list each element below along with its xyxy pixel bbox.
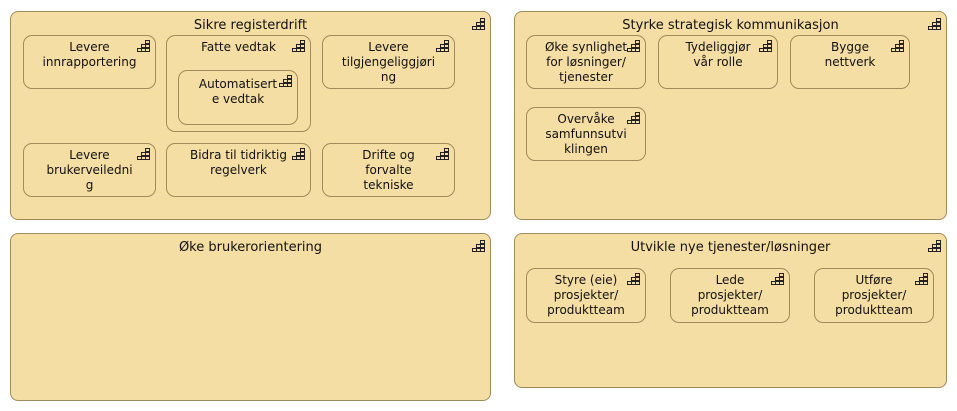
box-label: Bidra til tidriktig regelverk <box>189 148 287 177</box>
capability-icon <box>891 40 904 52</box>
capability-icon <box>292 148 305 160</box>
group-title: Sikre registerdrift <box>193 18 308 33</box>
box-label: Levere innrapportering <box>42 40 137 69</box>
capability-icon <box>436 40 449 52</box>
group-title: Styrke strategisk kommunikasjon <box>622 18 839 33</box>
capability-icon <box>292 40 305 52</box>
box-label: Levere brukerveiledni g <box>46 148 133 192</box>
capability-icon <box>627 273 640 285</box>
box-oke-synlighet[interactable]: Øke synlighet for løsninger/ tjenester <box>526 35 646 89</box>
group-utvikle-nye-tjenester[interactable]: Utvikle nye tjenester/løsninger Styre (e… <box>514 233 947 388</box>
capability-icon <box>771 273 784 285</box>
box-label: Tydeliggjør vår rolle <box>685 40 751 69</box>
box-styre-prosjekter[interactable]: Styre (eie) prosjekter/ produktteam <box>526 268 646 323</box>
capability-icon <box>915 273 928 285</box>
group-title: Øke brukerorientering <box>178 240 323 255</box>
group-title: Utvikle nye tjenester/løsninger <box>630 240 831 255</box>
box-label: Utføre prosjekter/ produktteam <box>835 273 913 317</box>
group-styrke-strategisk-kommunikasjon[interactable]: Styrke strategisk kommunikasjon Øke synl… <box>514 11 947 220</box>
capability-icon <box>759 40 772 52</box>
box-levere-innrapportering[interactable]: Levere innrapportering <box>23 35 156 89</box>
box-bygge-nettverk[interactable]: Bygge nettverk <box>790 35 910 89</box>
capability-icon <box>472 18 485 30</box>
box-label: Lede prosjekter/ produktteam <box>691 273 769 317</box>
box-label: Øke synlighet for løsninger/ tjenester <box>544 40 628 84</box>
box-levere-brukerveiledning[interactable]: Levere brukerveiledni g <box>23 143 156 197</box>
box-label: Styre (eie) prosjekter/ produktteam <box>547 273 625 317</box>
capability-icon <box>627 40 640 52</box>
box-label: Overvåke samfunnsutvi klingen <box>545 112 627 156</box>
capability-icon <box>928 18 941 30</box>
box-overvake-samfunnsutviklingen[interactable]: Overvåke samfunnsutvi klingen <box>526 107 646 161</box>
box-label: Automatisert e vedtak <box>198 77 278 106</box>
box-fatte-vedtak[interactable]: Fatte vedtak Automatisert e vedtak <box>166 35 311 132</box>
group-oke-brukerorientering[interactable]: Øke brukerorientering <box>10 233 491 401</box>
box-tydeliggjor-rolle[interactable]: Tydeliggjør vår rolle <box>658 35 778 89</box>
box-levere-tilgjengeliggjoring[interactable]: Levere tilgjengeliggjøri ng <box>322 35 455 89</box>
group-sikre-registerdrift[interactable]: Sikre registerdrift Levere innrapporteri… <box>10 11 491 220</box>
capability-icon <box>928 240 941 252</box>
box-label: Drifte og forvalte tekniske <box>362 148 415 192</box>
capability-icon <box>436 148 449 160</box>
box-bidra-regelverk[interactable]: Bidra til tidriktig regelverk <box>166 143 311 197</box>
capability-icon <box>627 112 640 124</box>
capability-icon <box>137 40 150 52</box>
box-drifte-forvalte[interactable]: Drifte og forvalte tekniske <box>322 143 455 197</box>
box-label: Fatte vedtak <box>201 40 276 54</box>
capability-icon <box>472 240 485 252</box>
box-utfore-prosjekter[interactable]: Utføre prosjekter/ produktteam <box>814 268 934 323</box>
box-label: Levere tilgjengeliggjøri ng <box>341 40 436 84</box>
capability-icon <box>279 75 292 87</box>
box-automatisert-vedtak[interactable]: Automatisert e vedtak <box>178 70 298 125</box>
box-label: Bygge nettverk <box>824 40 876 69</box>
capability-icon <box>137 148 150 160</box>
box-lede-prosjekter[interactable]: Lede prosjekter/ produktteam <box>670 268 790 323</box>
